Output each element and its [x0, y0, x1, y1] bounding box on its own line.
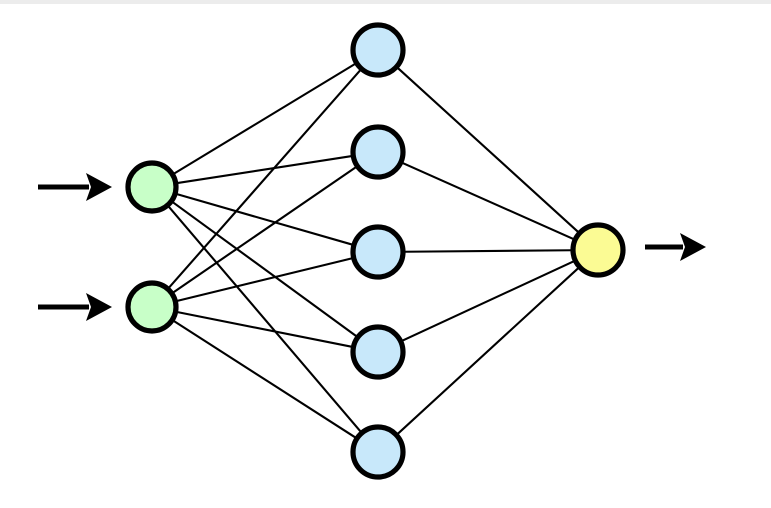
- edge-h5-o1: [396, 266, 580, 436]
- edge-i1-h3: [175, 193, 354, 246]
- edge-i2-h1: [167, 68, 362, 289]
- nodes-group: [125, 22, 626, 480]
- node-h2[interactable]: [350, 124, 406, 180]
- edge-i1-h2: [176, 155, 353, 185]
- edge-i1-h5: [167, 205, 362, 433]
- node-h3[interactable]: [350, 224, 406, 280]
- edge-i1-h4: [171, 200, 358, 338]
- edge-h3-o1: [403, 249, 573, 253]
- edge-i1-h1: [172, 62, 357, 175]
- output-arrow-head: [680, 233, 706, 261]
- edge-i2-h3: [175, 257, 354, 303]
- input-arrow-bottom-icon: [38, 293, 112, 321]
- edge-i2-h4: [175, 310, 354, 348]
- edge-h1-o1: [396, 66, 580, 234]
- node-i2[interactable]: [125, 280, 179, 334]
- arrows-group: [38, 173, 706, 321]
- input-arrow-bottom-head: [86, 293, 112, 321]
- top-edge-strip: [0, 0, 771, 4]
- edges-group: [167, 62, 580, 439]
- input-arrow-top-head: [86, 173, 112, 201]
- edge-h2-o1: [401, 161, 575, 241]
- node-o1[interactable]: [570, 222, 626, 278]
- node-h1[interactable]: [350, 22, 406, 78]
- output-arrow-icon: [645, 233, 706, 261]
- node-i1[interactable]: [125, 160, 179, 214]
- input-arrow-top-icon: [38, 173, 112, 201]
- edge-i2-h2: [171, 165, 358, 294]
- node-h5[interactable]: [350, 424, 406, 480]
- edge-h4-o1: [400, 260, 576, 342]
- edge-i2-h5: [172, 319, 357, 439]
- node-h4[interactable]: [350, 324, 406, 380]
